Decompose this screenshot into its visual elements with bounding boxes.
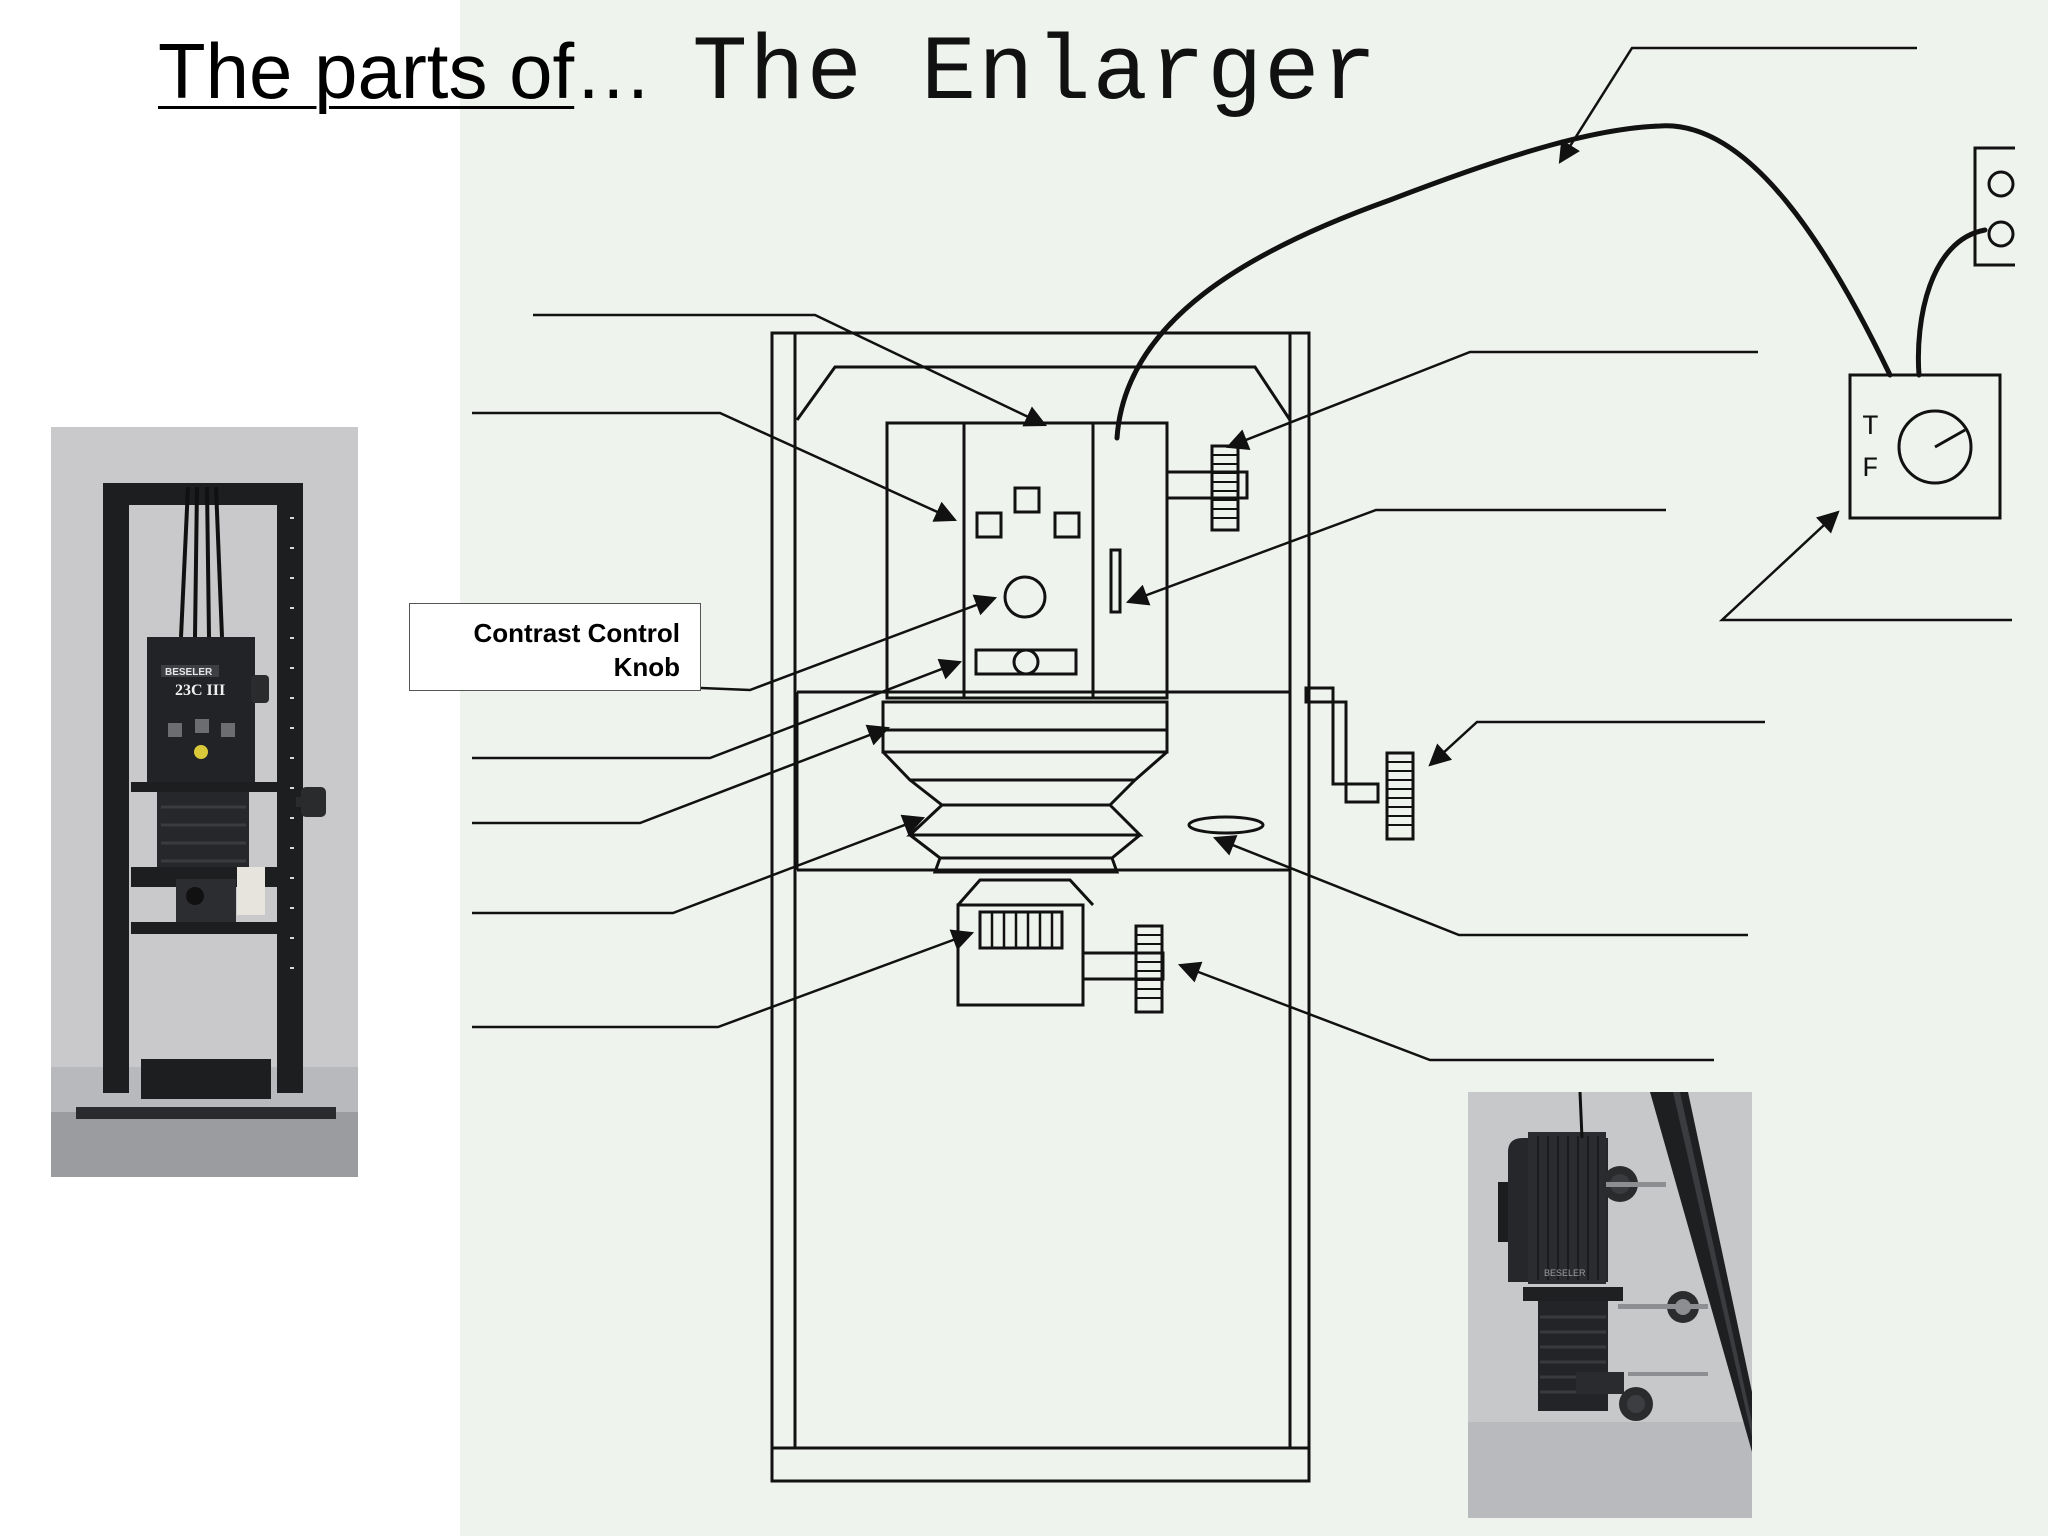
lens-housing — [956, 903, 1085, 1007]
callout-line-1: Contrast Control — [473, 618, 680, 648]
column-top — [795, 365, 1292, 421]
focus-knob — [1134, 924, 1164, 1014]
title-prefix: The parts of — [158, 27, 575, 115]
filter-knob-right — [1053, 511, 1081, 539]
elevation-crank — [1304, 686, 1380, 804]
focus-window — [1109, 548, 1122, 614]
baseboard-frame — [770, 331, 1311, 1483]
lamp-housing — [885, 421, 1169, 700]
photo-model-label: 23C III — [175, 682, 225, 699]
filter-knob-left — [975, 511, 1003, 539]
closeup-brand-label: BESELER — [1544, 1268, 1586, 1278]
timer-box — [1848, 373, 2002, 520]
timer-letter-f: F — [1862, 454, 1879, 485]
negative-carrier — [881, 700, 1169, 732]
callout-line-2: Knob — [613, 652, 680, 682]
carriage-lock — [1187, 815, 1265, 835]
title-enlarger: The Enlarger — [692, 21, 1379, 126]
wall-outlet — [1973, 146, 2015, 267]
contrast-knob-drawing — [1003, 575, 1047, 619]
enlarger-photo-full: BESELER 23C III — [51, 427, 358, 1177]
head-knob — [1210, 444, 1240, 532]
bellows — [881, 730, 1169, 874]
head-knob-shaft — [1165, 470, 1249, 500]
filter-knob-top — [1013, 486, 1041, 514]
power-cord — [1114, 123, 1893, 441]
enlarger-photo-closeup: BESELER — [1468, 1092, 1752, 1518]
lens-board — [956, 878, 1095, 907]
timer-cord — [1915, 227, 1988, 378]
timer-letter-t: T — [1862, 412, 1879, 443]
focus-knob-shaft — [1081, 951, 1165, 981]
diagram-paper — [460, 0, 2048, 1536]
carriage-plate — [795, 690, 1292, 872]
filter-slot — [974, 648, 1078, 676]
page-title: The parts of…The Enlarger — [158, 28, 1379, 120]
photo-brand-label: BESELER — [165, 667, 213, 678]
timer-dial — [1897, 409, 1973, 485]
elevation-crank-wheel — [1385, 751, 1415, 841]
title-ellipsis: … — [574, 27, 653, 115]
contrast-control-knob-label: Contrast Control Knob — [409, 603, 701, 691]
lens-aperture-ring — [978, 910, 1064, 950]
